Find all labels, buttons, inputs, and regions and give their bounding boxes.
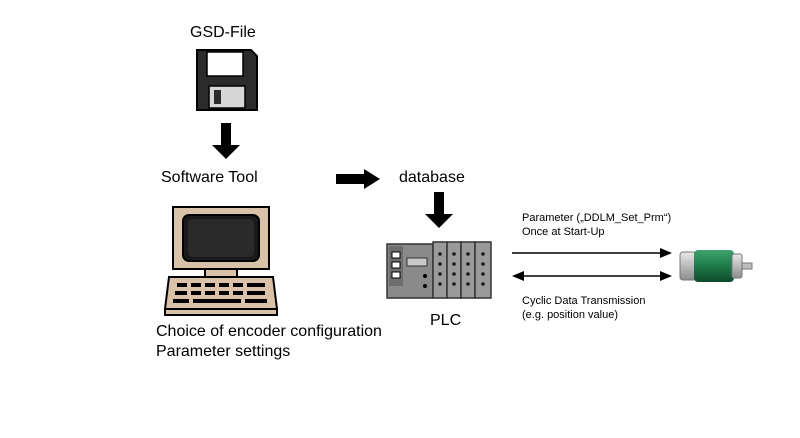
arrow-right-icon [336,169,380,189]
gsd-file-label: GSD-File [190,24,256,41]
config-line-1: Choice of encoder configuration [156,323,382,340]
floppy-disk-icon [196,49,258,111]
arrow-down-icon [212,123,240,159]
software-tool-label: Software Tool [161,169,258,186]
plc-icon [386,241,492,299]
database-label: database [399,169,465,186]
cyclic-line-2: (e.g. position value) [522,309,618,321]
parameter-line-1: Parameter („DDLM_Set_Prm“) [522,212,672,224]
computer-icon [163,206,279,316]
encoder-icon [679,250,753,282]
config-line-2: Parameter settings [156,343,291,360]
parameter-arrow-icon [512,248,672,258]
cyclic-line-1: Cyclic Data Transmission [522,295,646,307]
parameter-line-2: Once at Start-Up [522,226,605,238]
arrow-down-icon [425,192,453,228]
cyclic-arrow-icon [512,271,672,281]
plc-label: PLC [430,312,462,329]
